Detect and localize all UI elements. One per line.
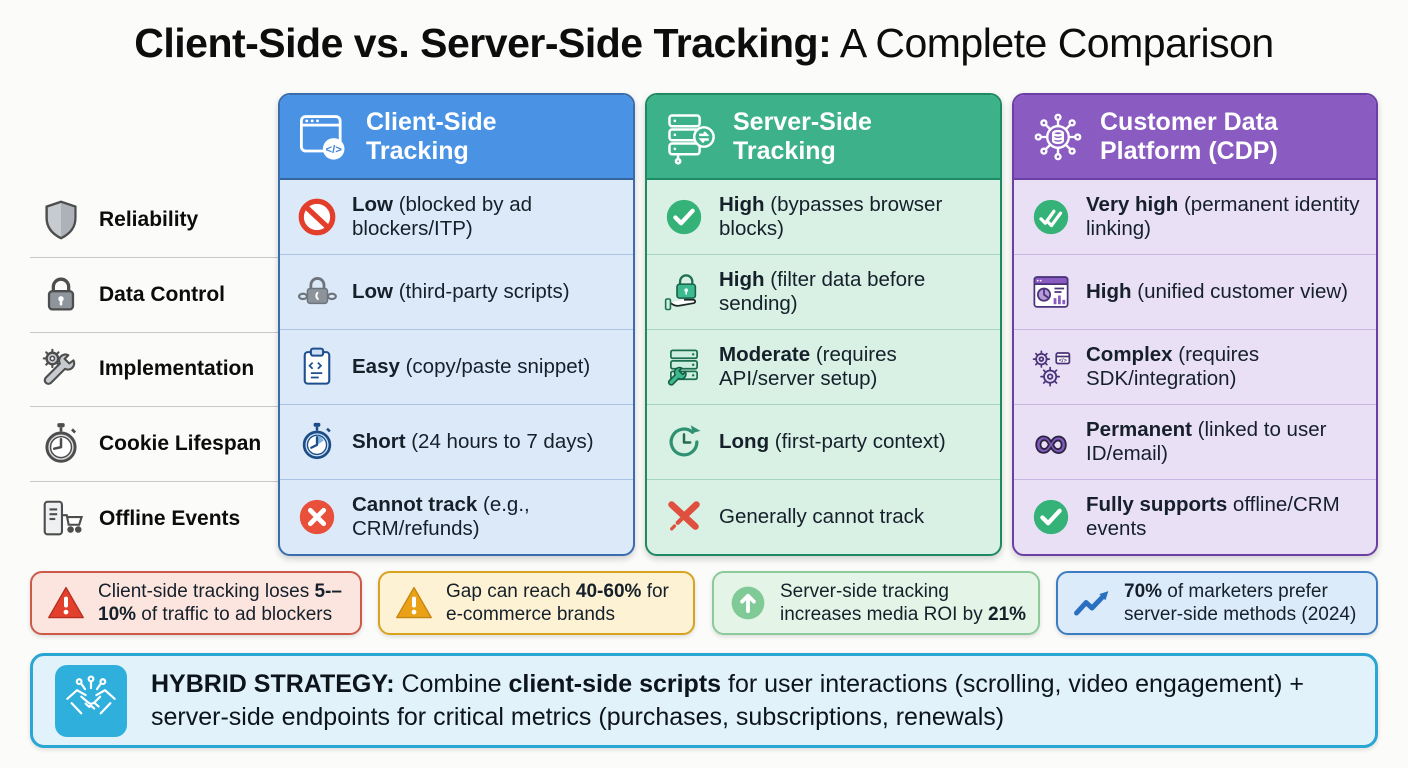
tools-icon (42, 349, 76, 386)
cell-text: Low (third-party scripts) (352, 279, 570, 303)
dashboard-icon (1033, 276, 1069, 308)
stopwatch-blue-icon (302, 422, 332, 460)
server-sync-icon (668, 113, 715, 165)
cell-client-implementation: Easy (copy/paste snippet) (280, 329, 633, 404)
hybrid-icon-box (55, 664, 127, 737)
cell-client-reliability: Low (blocked by ad blockers/ITP) (280, 180, 633, 254)
cell-server-reliability: High (bypasses browser blocks) (647, 180, 1000, 254)
row-label-reliability: Reliability (30, 183, 278, 258)
server-side-header: Server-Side Tracking (647, 95, 1000, 180)
server-wrench-icon (667, 349, 698, 386)
warning-triangle-icon (48, 586, 84, 619)
cell-text: Permanent (linked to user ID/email) (1086, 417, 1327, 465)
column-title: Customer Data Platform (CDP) (1100, 108, 1278, 165)
cell-text: Long (first-party context) (719, 429, 946, 453)
check-circle-icon (666, 199, 702, 235)
row-label-offline-events: Offline Events (30, 482, 278, 556)
handshake-icon (66, 674, 116, 714)
cell-text: Generally cannot track (719, 504, 925, 528)
page-title: Client-Side vs. Server-Side Tracking: A … (0, 20, 1408, 67)
clipboard-code-icon (303, 347, 331, 385)
row-label-text: Cookie Lifespan (99, 432, 262, 456)
check-circle-icon (1033, 499, 1069, 535)
cell-server-implementation: Moderate (requires API/server setup) (647, 329, 1000, 404)
clock-refresh-icon (669, 425, 701, 457)
stat-marketer-preference: 70% of marketers prefer server-side meth… (1056, 571, 1378, 635)
hybrid-strategy-banner: HYBRID STRATEGY: Combine client-side scr… (30, 653, 1378, 748)
client-side-header: </> Client-Side Tracking (280, 95, 633, 180)
cell-text: Cannot track (e.g., CRM/refunds) (352, 492, 530, 540)
x-circle-icon (299, 499, 335, 535)
stat-text: 70% of marketers prefer server-side meth… (1124, 580, 1357, 625)
cell-text: Moderate (requires API/server setup) (719, 342, 897, 390)
column-title: Server-Side Tracking (733, 108, 872, 165)
cell-server-cookie-lifespan: Long (first-party context) (647, 404, 1000, 479)
cell-text: High (bypasses browser blocks) (719, 192, 943, 240)
cell-text: Short (24 hours to 7 days) (352, 429, 594, 453)
column-title: Client-Side Tracking (366, 108, 497, 165)
lock-hand-icon (664, 274, 697, 311)
up-arrow-circle-icon (731, 586, 765, 620)
server-side-column: Server-Side Tracking High (bypasses brow… (645, 93, 1002, 556)
cell-server-offline-events: Generally cannot track (647, 479, 1000, 554)
row-label-text: Offline Events (99, 507, 241, 531)
cdp-column: Customer Data Platform (CDP) Very high (… (1012, 93, 1378, 556)
cell-text: Easy (copy/paste snippet) (352, 354, 591, 378)
cell-cdp-cookie-lifespan: ∞ Permanent (linked to user ID/email) (1014, 404, 1376, 479)
cell-text: Low (blocked by ad blockers/ITP) (352, 192, 533, 240)
stat-text: Server-side tracking increases media ROI… (780, 580, 1027, 625)
cell-server-data-control: High (filter data before sending) (647, 254, 1000, 329)
cell-client-cookie-lifespan: Short (24 hours to 7 days) (280, 404, 633, 479)
page-title-regular: A Complete Comparison (831, 20, 1274, 66)
x-mark-icon (668, 501, 700, 532)
stat-ad-blockers: Client-side tracking loses 5-–10% of tra… (30, 571, 362, 635)
cell-cdp-data-control: High (unified customer view) (1014, 254, 1376, 329)
padlock-icon (47, 277, 75, 311)
hybrid-text: HYBRID STRATEGY: Combine client-side scr… (151, 670, 1304, 731)
row-label-text: Implementation (99, 357, 255, 381)
row-label-text: Data Control (99, 282, 225, 306)
phone-cart-icon (43, 500, 84, 536)
no-entry-icon (298, 198, 336, 236)
client-side-column: </> Client-Side Tracking Low (blocked by… (278, 93, 635, 556)
row-label-data-control: Data Control (30, 258, 278, 333)
cell-text: Fully supports offline/CRM events (1086, 492, 1340, 540)
cell-text: Complex (requires SDK/integration) (1086, 342, 1260, 390)
stat-media-roi: Server-side tracking increases media ROI… (712, 571, 1040, 635)
row-labels: Reliability Data Control Implementation … (30, 183, 278, 556)
trend-up-icon (1074, 591, 1109, 616)
cdp-network-icon (1034, 113, 1082, 160)
stat-ecommerce-gap: Gap can reach 40-60% for e-commerce bran… (378, 571, 695, 635)
cell-cdp-reliability: Very high (permanent identity linking) (1014, 180, 1376, 254)
cell-text: High (filter data before sending) (719, 267, 926, 315)
svg-text:</>: </> (326, 144, 343, 156)
shield-icon (45, 200, 77, 240)
svg-text:</>: </> (1059, 358, 1068, 364)
cell-cdp-offline-events: Fully supports offline/CRM events (1014, 479, 1376, 554)
cdp-cells: Very high (permanent identity linking) H… (1014, 180, 1376, 554)
cell-client-offline-events: Cannot track (e.g., CRM/refunds) (280, 479, 633, 554)
stat-text: Client-side tracking loses 5-–10% of tra… (98, 580, 342, 625)
stat-text: Gap can reach 40-60% for e-commerce bran… (446, 580, 669, 625)
cdp-header: Customer Data Platform (CDP) (1014, 95, 1376, 180)
client-side-cells: Low (blocked by ad blockers/ITP) Low (th… (280, 180, 633, 554)
cell-cdp-implementation: </> Complex (requires SDK/integration) (1014, 329, 1376, 404)
server-side-cells: High (bypasses browser blocks) High (fil… (647, 180, 1000, 554)
double-check-circle-icon (1033, 199, 1069, 235)
page-title-bold: Client-Side vs. Server-Side Tracking: (134, 20, 832, 66)
chained-lock-icon (297, 277, 337, 305)
warning-triangle-icon (396, 586, 432, 619)
cell-client-data-control: Low (third-party scripts) (280, 254, 633, 329)
cell-text: High (unified customer view) (1086, 279, 1349, 303)
gears-sdk-icon: </> (1032, 350, 1071, 387)
row-label-text: Reliability (99, 207, 199, 231)
row-label-cookie-lifespan: Cookie Lifespan (30, 407, 278, 483)
stopwatch-icon (45, 423, 77, 463)
infinity-icon: ∞ (1034, 416, 1069, 468)
row-label-implementation: Implementation (30, 333, 278, 408)
cell-text: Very high (permanent identity linking) (1086, 192, 1360, 240)
browser-code-icon: </> (299, 114, 345, 160)
